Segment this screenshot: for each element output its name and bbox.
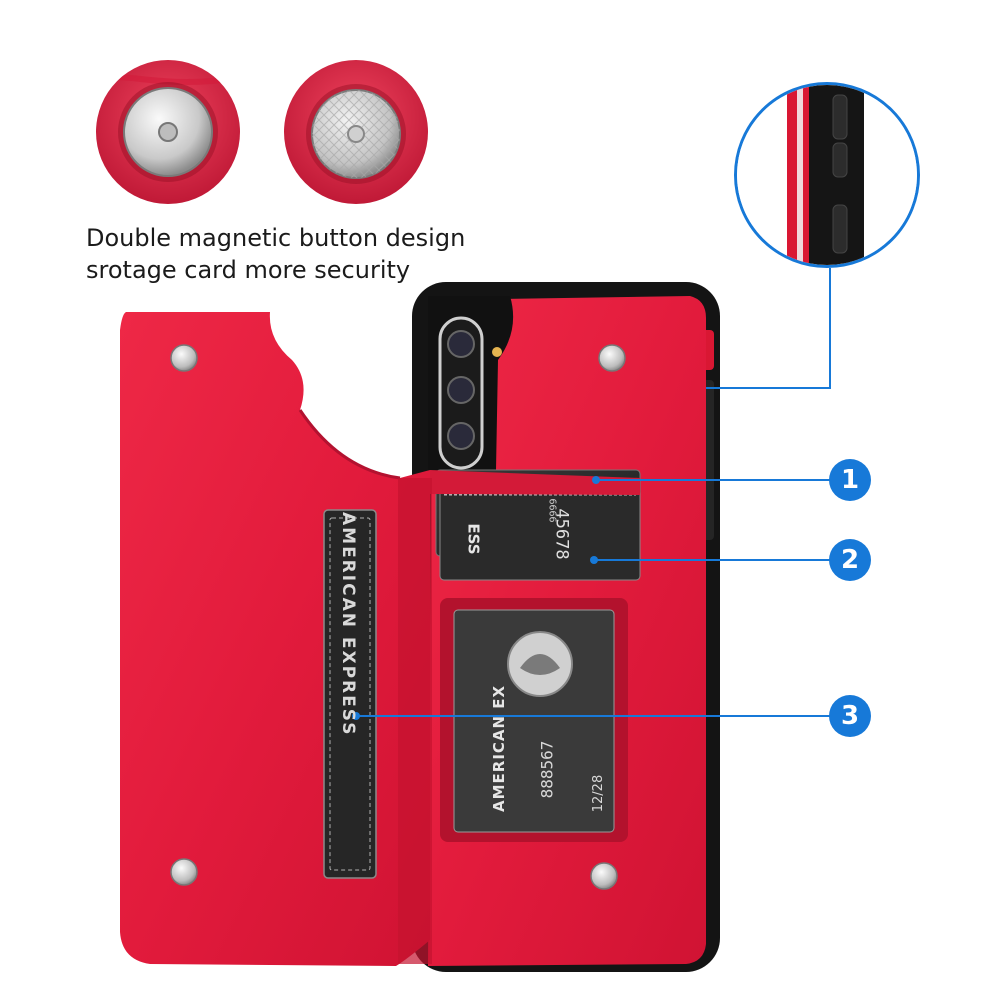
- flap-card: [323, 509, 377, 879]
- slot-card-number-small-text: 6666: [546, 498, 558, 523]
- caption-line-1: Double magnetic button design: [86, 224, 466, 252]
- flap-card-brand-text: AMERICAN EXPRESS: [338, 512, 358, 737]
- callout-badge-2: 2: [829, 539, 871, 581]
- side-buttons-detail: [734, 82, 920, 268]
- window-card-brand-text: AMERICAN EX: [490, 684, 508, 812]
- callout-lines: [356, 268, 831, 717]
- id-window-pocket: [440, 598, 628, 842]
- window-card-expiry: 12/28: [591, 775, 606, 812]
- snap-button-flap-top: [170, 344, 198, 372]
- window-card-brand: AMERICAN EX: [490, 622, 508, 812]
- callout-badge-1: 1: [829, 459, 871, 501]
- magnet-detail-right: [284, 60, 428, 204]
- flap-card-brand: AMERICAN EXPRESS: [334, 512, 358, 872]
- feature-caption: Double magnetic button design srotage ca…: [86, 222, 465, 286]
- magnet-detail-left: [96, 60, 240, 204]
- slot-card-number-small: 6666: [547, 498, 558, 522]
- callout-badge-2-number: 2: [840, 545, 860, 575]
- card-slot-stack: [430, 469, 641, 581]
- window-card-number: 888567: [537, 741, 556, 799]
- open-flap: [120, 312, 432, 966]
- callout-badge-3-number: 3: [840, 701, 860, 731]
- snap-button-bottom-right: [590, 862, 618, 890]
- callout-badge-3: 3: [829, 695, 871, 737]
- slot-card-brand-text: ESS: [464, 523, 483, 555]
- window-card-number-text: 888567: [537, 740, 557, 799]
- slot-card-brand: ESS: [465, 523, 483, 554]
- callout-badge-1-number: 1: [840, 465, 860, 495]
- camera-module: [428, 296, 514, 479]
- snap-button-flap-bottom: [170, 858, 198, 886]
- window-card-expiry-text: 12/28: [591, 774, 607, 813]
- caption-line-2: srotage card more security: [86, 256, 411, 284]
- snap-button-top-right: [598, 344, 626, 372]
